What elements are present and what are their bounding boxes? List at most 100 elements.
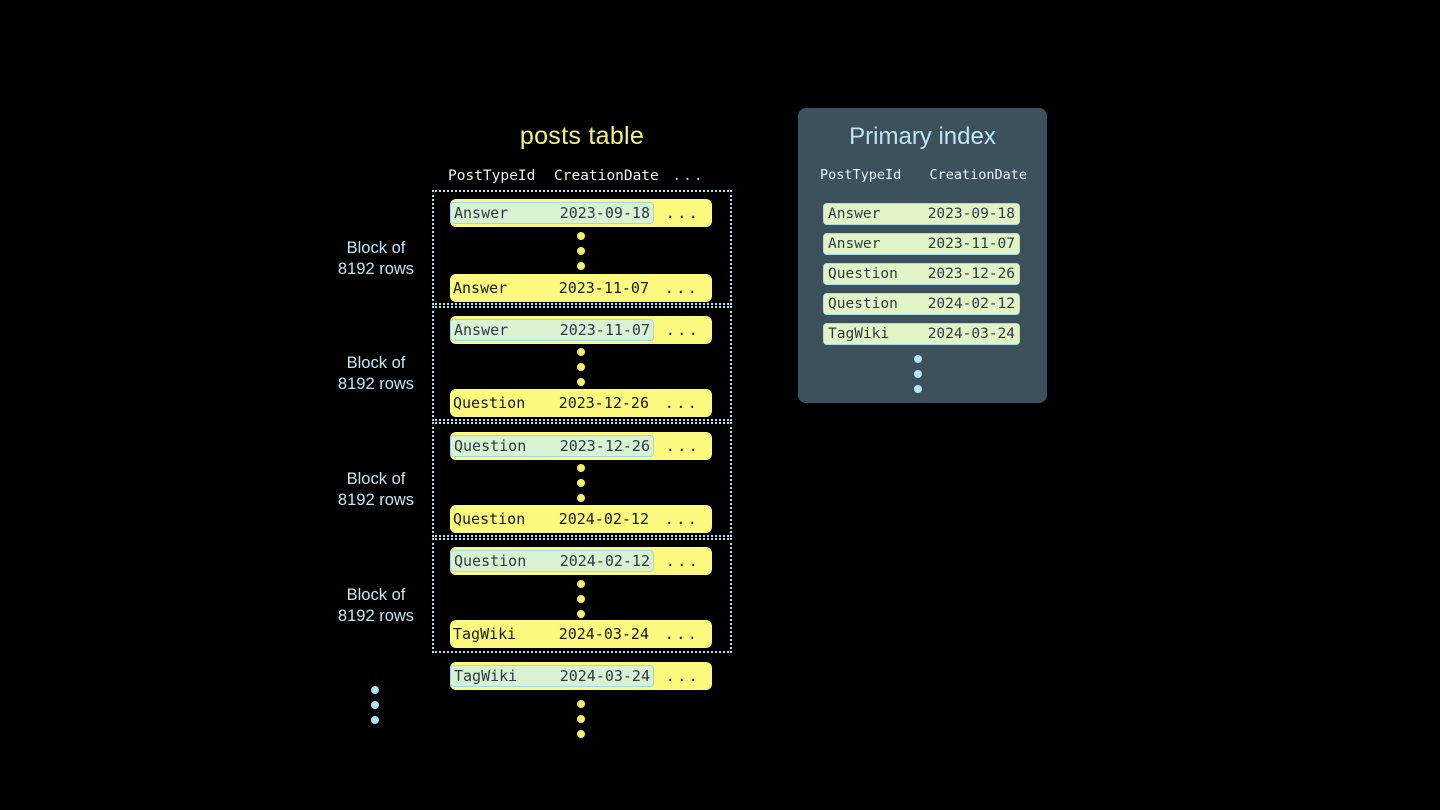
dot bbox=[577, 262, 585, 270]
dot bbox=[371, 686, 379, 694]
row-creationdate: 2023-11-07 bbox=[558, 279, 649, 297]
dot bbox=[577, 730, 585, 738]
row-posttypeid: Question bbox=[453, 510, 526, 528]
row-ellipsis: ... bbox=[665, 667, 701, 685]
row-creationdate: 2023-12-26 bbox=[558, 394, 649, 412]
index-continues-dots bbox=[914, 355, 924, 393]
row-ellipsis: ... bbox=[665, 437, 701, 455]
posts-table-title: posts table bbox=[519, 122, 645, 150]
row-creationdate: 2023-12-26 bbox=[559, 437, 650, 455]
row-creationdate: 2024-02-12 bbox=[559, 552, 650, 570]
index-row[interactable]: Question 2024-02-12 bbox=[823, 293, 1020, 315]
index-posttypeid: Question bbox=[828, 266, 898, 282]
dot bbox=[577, 479, 585, 487]
column-header-posttypeid: PostTypeId bbox=[448, 168, 536, 184]
block-3-label: Block of 8192 rows bbox=[306, 469, 446, 511]
row-ellipsis: ... bbox=[664, 279, 700, 297]
dot bbox=[577, 580, 585, 588]
dot bbox=[577, 378, 585, 386]
dot bbox=[577, 610, 585, 618]
dot bbox=[577, 700, 585, 708]
primary-index-rows: Answer 2023-09-18 Answer 2023-11-07 Ques… bbox=[823, 203, 1020, 353]
row-ellipsis: ... bbox=[665, 321, 701, 339]
row-creationdate: 2023-09-18 bbox=[559, 204, 650, 222]
row-ellipsis: ... bbox=[664, 394, 700, 412]
row-ellipsis-dots bbox=[577, 232, 587, 270]
index-creationdate: 2023-12-26 bbox=[927, 266, 1015, 282]
posts-table-column-headers: PostTypeId CreationDate ... bbox=[448, 166, 713, 186]
posts-table-diagram: posts table PostTypeId CreationDate ... … bbox=[306, 122, 732, 738]
block-4-label: Block of 8192 rows bbox=[306, 585, 446, 627]
index-creationdate: 2024-02-12 bbox=[927, 296, 1015, 312]
block-2-label-line2: 8192 rows bbox=[337, 375, 415, 393]
table-row[interactable]: TagWiki 2024-03-24 ... bbox=[450, 662, 712, 690]
block-3-label-line1: Block of bbox=[346, 470, 406, 488]
row-posttypeid: Answer bbox=[454, 321, 509, 339]
row-creationdate: 2024-03-24 bbox=[559, 667, 650, 685]
table-row[interactable]: Question 2024-02-12 ... bbox=[450, 505, 712, 533]
block-1-label-line2: 8192 rows bbox=[337, 260, 415, 278]
index-posttypeid: Answer bbox=[828, 206, 881, 222]
dot bbox=[577, 232, 585, 240]
row-posttypeid: Question bbox=[454, 437, 527, 455]
table-row[interactable]: Answer 2023-11-07 ... bbox=[450, 316, 712, 344]
dot bbox=[577, 464, 585, 472]
table-row[interactable]: Question 2024-02-12 ... bbox=[450, 547, 712, 575]
block-4-label-line2: 8192 rows bbox=[337, 607, 415, 625]
index-column-header-creationdate: CreationDate bbox=[929, 167, 1027, 183]
row-posttypeid: TagWiki bbox=[453, 625, 517, 643]
index-row[interactable]: TagWiki 2024-03-24 bbox=[823, 323, 1020, 345]
dot bbox=[577, 595, 585, 603]
row-ellipsis: ... bbox=[664, 625, 700, 643]
block-2-label: Block of 8192 rows bbox=[306, 353, 446, 395]
dot bbox=[371, 701, 379, 709]
dot bbox=[914, 370, 922, 378]
row-posttypeid: Answer bbox=[454, 204, 509, 222]
block-1-label-line1: Block of bbox=[346, 239, 406, 257]
table-row[interactable]: TagWiki 2024-03-24 ... bbox=[450, 620, 712, 648]
index-creationdate: 2023-11-07 bbox=[927, 236, 1015, 252]
row-creationdate: 2023-11-07 bbox=[559, 321, 650, 339]
primary-index-column-headers: PostTypeId CreationDate bbox=[820, 167, 1027, 183]
dot bbox=[371, 716, 379, 724]
dot bbox=[577, 715, 585, 723]
table-row[interactable]: Question 2023-12-26 ... bbox=[450, 389, 712, 417]
row-ellipsis: ... bbox=[664, 510, 700, 528]
index-creationdate: 2023-09-18 bbox=[927, 206, 1015, 222]
row-posttypeid: Question bbox=[453, 394, 526, 412]
dot bbox=[914, 355, 922, 363]
dot bbox=[577, 363, 585, 371]
primary-index-title: Primary index bbox=[849, 123, 996, 150]
block-1 bbox=[432, 190, 732, 305]
row-ellipsis-dots bbox=[577, 580, 587, 618]
block-4-label-line1: Block of bbox=[346, 586, 406, 604]
index-posttypeid: TagWiki bbox=[828, 326, 890, 342]
table-row[interactable]: Answer 2023-11-07 ... bbox=[450, 274, 712, 302]
row-posttypeid: TagWiki bbox=[454, 667, 518, 685]
block-1-label: Block of 8192 rows bbox=[306, 238, 446, 280]
row-ellipsis-dots bbox=[577, 348, 587, 386]
index-creationdate: 2024-03-24 bbox=[927, 326, 1015, 342]
row-posttypeid: Answer bbox=[453, 279, 508, 297]
row-creationdate: 2024-03-24 bbox=[558, 625, 649, 643]
dot bbox=[577, 494, 585, 502]
dot bbox=[577, 247, 585, 255]
dot bbox=[914, 385, 922, 393]
block-3 bbox=[432, 422, 732, 537]
block-3-label-line2: 8192 rows bbox=[337, 491, 415, 509]
index-row[interactable]: Question 2023-12-26 bbox=[823, 263, 1020, 285]
row-ellipsis: ... bbox=[665, 552, 701, 570]
block-2-label-line1: Block of bbox=[346, 354, 406, 372]
dot bbox=[577, 348, 585, 356]
row-creationdate: 2024-02-12 bbox=[558, 510, 649, 528]
blocks-continue-dots bbox=[371, 686, 381, 724]
index-row[interactable]: Answer 2023-09-18 bbox=[823, 203, 1020, 225]
index-column-header-posttypeid: PostTypeId bbox=[820, 167, 902, 183]
column-header-ellipsis: ... bbox=[672, 168, 705, 184]
table-continues-dots bbox=[577, 700, 587, 738]
block-4 bbox=[432, 538, 732, 653]
table-row[interactable]: Question 2023-12-26 ... bbox=[450, 432, 712, 460]
block-2 bbox=[432, 306, 732, 421]
index-row[interactable]: Answer 2023-11-07 bbox=[823, 233, 1020, 255]
table-row[interactable]: Answer 2023-09-18 ... bbox=[450, 199, 712, 227]
